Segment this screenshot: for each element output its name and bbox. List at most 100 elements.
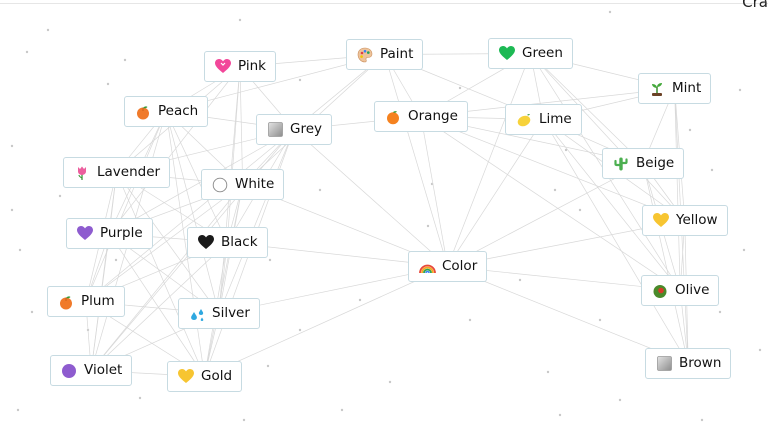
item-label: Black bbox=[221, 233, 258, 250]
item-orange[interactable]: Orange bbox=[374, 101, 468, 132]
background-dot bbox=[268, 258, 272, 262]
background-dot bbox=[558, 413, 562, 417]
background-dot bbox=[10, 144, 14, 148]
connection-line bbox=[447, 53, 531, 267]
corner-title-text: Cra bbox=[742, 0, 768, 11]
top-divider bbox=[0, 3, 768, 4]
connection-line bbox=[420, 116, 685, 221]
background-dot bbox=[688, 128, 692, 132]
item-white[interactable]: White bbox=[201, 169, 285, 200]
item-label: White bbox=[235, 175, 275, 192]
item-gold[interactable]: Gold bbox=[167, 361, 243, 392]
peach-icon bbox=[57, 293, 75, 311]
item-beige[interactable]: Beige bbox=[602, 148, 685, 179]
item-label: Lime bbox=[539, 110, 572, 127]
connection-line bbox=[384, 54, 448, 267]
item-violet[interactable]: Violet bbox=[50, 355, 133, 386]
item-black[interactable]: Black bbox=[187, 227, 268, 258]
item-label: Peach bbox=[158, 102, 199, 119]
green-heart-icon bbox=[498, 45, 516, 63]
item-label: Olive bbox=[675, 281, 710, 298]
connection-line bbox=[116, 172, 205, 377]
item-label: Grey bbox=[290, 120, 323, 137]
item-label: Gold bbox=[201, 367, 233, 384]
item-label: Purple bbox=[100, 224, 143, 241]
connection-line bbox=[447, 163, 644, 267]
lemon-icon bbox=[515, 111, 533, 129]
connection-line bbox=[447, 119, 544, 267]
olive-icon bbox=[651, 282, 669, 300]
background-dot bbox=[468, 318, 472, 322]
background-dot bbox=[25, 50, 29, 54]
connection-line bbox=[109, 233, 205, 377]
item-green[interactable]: Green bbox=[488, 38, 573, 69]
background-dot bbox=[340, 408, 344, 412]
background-dot bbox=[518, 278, 522, 282]
connection-line bbox=[226, 66, 241, 243]
connection-line bbox=[109, 66, 241, 234]
rainbow-icon bbox=[418, 258, 436, 276]
item-brown[interactable]: Brown bbox=[645, 348, 732, 379]
item-pink[interactable]: Pink bbox=[204, 51, 276, 82]
connection-line bbox=[530, 53, 686, 221]
item-lime[interactable]: Lime bbox=[505, 104, 582, 135]
background-dot bbox=[298, 328, 302, 332]
connection-line bbox=[420, 116, 681, 291]
background-dot bbox=[738, 88, 742, 92]
connection-line bbox=[204, 184, 243, 377]
connection-line bbox=[543, 119, 681, 291]
black-heart-icon bbox=[197, 234, 215, 252]
item-paint[interactable]: Paint bbox=[346, 39, 424, 70]
connection-line bbox=[165, 111, 220, 314]
yellow-heart-icon bbox=[652, 212, 670, 230]
connection-line bbox=[642, 163, 689, 364]
background-dot bbox=[106, 82, 110, 86]
background-dot bbox=[358, 298, 362, 302]
background-dot bbox=[238, 18, 242, 22]
background-dot bbox=[578, 208, 582, 212]
connection-line bbox=[85, 184, 243, 302]
connection-line bbox=[165, 111, 205, 377]
orange-icon bbox=[384, 108, 402, 126]
background-dot bbox=[458, 86, 462, 90]
purple-heart-icon bbox=[76, 225, 94, 243]
seedling-icon bbox=[648, 80, 666, 98]
item-plum[interactable]: Plum bbox=[47, 286, 125, 317]
purple-circle-icon bbox=[60, 362, 78, 380]
connection-line bbox=[543, 119, 689, 364]
background-dot bbox=[718, 310, 722, 314]
connection-line bbox=[90, 242, 228, 371]
background-dot bbox=[388, 380, 392, 384]
grey-square-icon bbox=[266, 121, 284, 139]
item-peach[interactable]: Peach bbox=[124, 96, 209, 127]
background-dot bbox=[138, 396, 142, 400]
connection-line bbox=[85, 111, 167, 302]
item-purple[interactable]: Purple bbox=[66, 218, 153, 249]
peach-icon bbox=[134, 103, 152, 121]
background-dot bbox=[426, 224, 430, 228]
background-dot bbox=[700, 418, 704, 422]
background-dot bbox=[58, 194, 62, 198]
connection-line bbox=[674, 88, 681, 291]
item-lavender[interactable]: Lavender bbox=[63, 157, 171, 188]
connection-line bbox=[293, 129, 448, 267]
yellow-heart-icon bbox=[177, 368, 195, 386]
background-dot bbox=[46, 28, 50, 32]
item-silver[interactable]: Silver bbox=[178, 298, 260, 329]
item-label: Mint bbox=[672, 79, 702, 96]
item-grey[interactable]: Grey bbox=[256, 114, 333, 145]
item-label: Beige bbox=[636, 154, 675, 171]
connection-line bbox=[90, 184, 243, 371]
item-label: Plum bbox=[81, 292, 115, 309]
item-mint[interactable]: Mint bbox=[638, 73, 712, 104]
item-yellow[interactable]: Yellow bbox=[642, 205, 728, 236]
item-color[interactable]: Color bbox=[408, 251, 488, 282]
item-olive[interactable]: Olive bbox=[641, 275, 720, 306]
background-dot bbox=[710, 168, 714, 172]
item-label: Pink bbox=[238, 57, 266, 74]
background-dot bbox=[242, 418, 246, 422]
background-dot bbox=[318, 188, 322, 192]
pink-heart-icon bbox=[214, 58, 232, 76]
connection-line bbox=[420, 116, 448, 267]
